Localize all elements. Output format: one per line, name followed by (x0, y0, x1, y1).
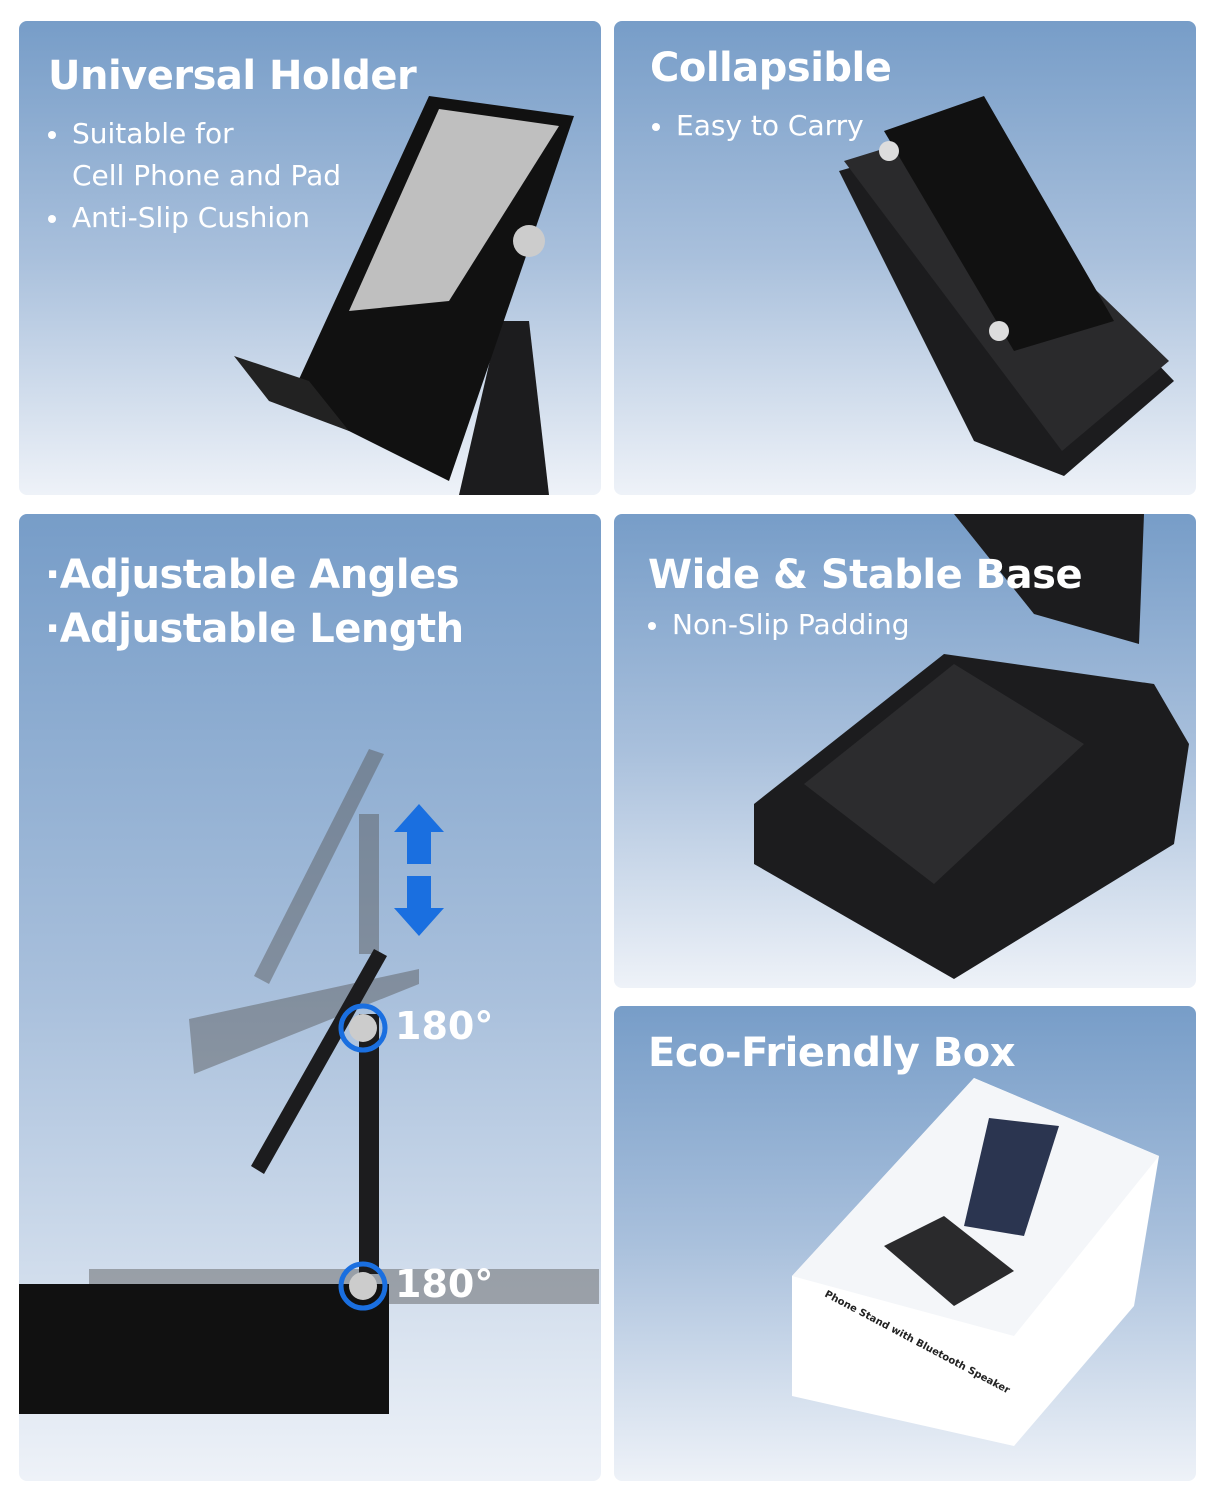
adjustable-stand-image (19, 749, 599, 1414)
feature-item: Cell Phone and Pad (72, 159, 342, 192)
angle-label: 180° (395, 1004, 494, 1048)
feature-list: Suitable for Cell Phone and Pad Anti-Sli… (46, 113, 341, 239)
panel-title-line: ·Adjustable Length (45, 606, 464, 652)
panel-stable-base: Wide & Stable Base Non-Slip Padding (614, 514, 1196, 988)
title-text: Adjustable Angles (59, 552, 460, 598)
panel-title: Universal Holder (48, 53, 417, 99)
panel-title-line: ·Adjustable Angles (45, 552, 460, 598)
speaker-base-image (754, 514, 1189, 979)
feature-list: Non-Slip Padding (646, 604, 910, 646)
panel-collapsible: Collapsible Easy to Carry (614, 21, 1196, 495)
phone-holder-image (234, 96, 574, 495)
panel-title: Eco-Friendly Box (648, 1030, 1016, 1076)
panel-title: Wide & Stable Base (648, 552, 1083, 598)
feature-item: Non-Slip Padding (646, 604, 910, 646)
panel-adjustable: ·Adjustable Angles ·Adjustable Length 18… (19, 514, 601, 1481)
panel-eco-box: Eco-Friendly Box Phone Stand with Blueto… (614, 1006, 1196, 1481)
feature-list: Easy to Carry (650, 105, 864, 147)
panel-title: Collapsible (650, 45, 892, 91)
feature-item: Easy to Carry (650, 105, 864, 147)
angle-label: 180° (395, 1262, 494, 1306)
collapsed-stand-image (839, 96, 1174, 476)
panel-universal-holder: Universal Holder Suitable for Cell Phone… (19, 21, 601, 495)
feature-item: Anti-Slip Cushion (46, 197, 341, 239)
product-box-image: Phone Stand with Bluetooth Speaker (792, 1078, 1159, 1446)
title-text: Adjustable Length (59, 606, 464, 652)
feature-item: Suitable for (46, 113, 341, 155)
